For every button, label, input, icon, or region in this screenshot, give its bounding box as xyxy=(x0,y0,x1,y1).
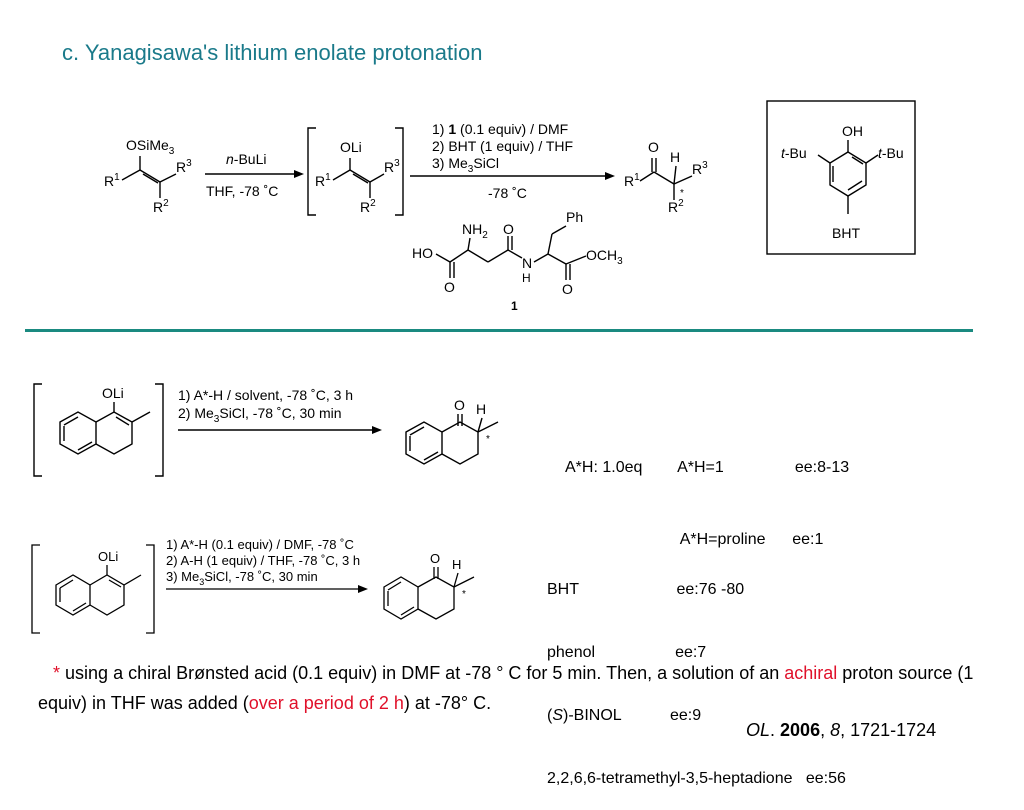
results2-row-binol: (S)-BINOL ee:9 xyxy=(547,707,702,724)
svg-text:R1: R1 xyxy=(624,172,640,189)
svg-text:2) A-H (1 equiv) / THF, -78 ˚C: 2) A-H (1 equiv) / THF, -78 ˚C, 3 h xyxy=(166,553,360,568)
svg-text:O: O xyxy=(648,139,659,155)
citation: OL. 2006, 8, 1721-1724 xyxy=(746,720,937,740)
section-divider xyxy=(25,329,973,332)
svg-text:3) Me3SiCl: 3) Me3SiCl xyxy=(432,155,499,175)
svg-text:BHT: BHT xyxy=(832,225,860,241)
bottom-reaction-scheme: OLi 1) A*-H (0.1 equiv) / DMF, -78 ˚C 2)… xyxy=(31,537,475,634)
svg-text:H: H xyxy=(670,149,680,165)
results1-row-1: A*H: 1.0eq A*H=1 ee:8-13 xyxy=(565,459,850,476)
svg-text:1: 1 xyxy=(511,299,518,313)
svg-text:*: * xyxy=(680,188,684,199)
footnote: * using a chiral Brønsted acid (0.1 equi… xyxy=(38,663,974,713)
svg-text:1) A*-H / solvent, -78 ˚C, 3 h: 1) A*-H / solvent, -78 ˚C, 3 h xyxy=(178,387,353,403)
svg-text:R3: R3 xyxy=(384,158,400,175)
svg-text:2) BHT (1 equiv) / THF: 2) BHT (1 equiv) / THF xyxy=(432,138,573,154)
results2-row-heptadione: 2,2,6,6-tetramethyl-3,5-heptadione ee:56 xyxy=(547,770,846,787)
svg-text:OH: OH xyxy=(842,123,863,139)
svg-text:R2: R2 xyxy=(153,198,169,215)
top-reaction-scheme: OSiMe3 R1 R3 R2 n-BuLi THF, -78 ˚C OLi R… xyxy=(104,100,916,313)
svg-text:3) Me3SiCl, -78 ˚C, 30 min: 3) Me3SiCl, -78 ˚C, 30 min xyxy=(166,569,318,587)
svg-text:n-BuLi: n-BuLi xyxy=(226,151,266,167)
svg-text:R2: R2 xyxy=(360,198,376,215)
results1-row-2: A*H=proline ee:1 xyxy=(565,531,824,548)
svg-text:O: O xyxy=(430,551,440,566)
svg-text:OSiMe3: OSiMe3 xyxy=(126,137,175,157)
svg-text:1) 1 (0.1 equiv) / DMF: 1) 1 (0.1 equiv) / DMF xyxy=(432,121,568,137)
svg-text:NH2: NH2 xyxy=(462,221,488,241)
svg-text:OLi: OLi xyxy=(98,549,118,564)
svg-text:1) A*-H (0.1 equiv) / DMF, -7: 1) A*-H (0.1 equiv) / DMF, -78 ˚C xyxy=(166,537,354,552)
svg-text:R3: R3 xyxy=(692,160,708,177)
svg-text:*: * xyxy=(462,589,466,600)
svg-text:OLi: OLi xyxy=(340,139,362,155)
svg-text:THF, -78 ˚C: THF, -78 ˚C xyxy=(206,183,278,199)
svg-text:H: H xyxy=(452,557,461,572)
footnote-star: * xyxy=(53,663,61,683)
svg-text:R1: R1 xyxy=(315,172,331,189)
middle-reaction-scheme: OLi 1) A*-H / solvent, -78 ˚C, 3 h 2) Me… xyxy=(33,383,499,477)
slide-title: c. Yanagisawa's lithium enolate protonat… xyxy=(62,40,483,65)
svg-text:R2: R2 xyxy=(668,198,684,215)
svg-text:O: O xyxy=(454,397,465,413)
svg-text:t-Bu: t-Bu xyxy=(781,145,807,161)
svg-text:*: * xyxy=(486,434,490,445)
svg-text:N: N xyxy=(522,255,532,271)
svg-text:O: O xyxy=(503,221,514,237)
svg-text:-78 ˚C: -78 ˚C xyxy=(488,185,527,201)
results-table-1: A*H: 1.0eq A*H=1 ee:8-13 A*H=proline ee:… xyxy=(565,408,849,576)
results2-row-bht: BHT ee:76 -80 xyxy=(547,581,745,598)
svg-text:O: O xyxy=(562,281,573,297)
svg-text:H: H xyxy=(522,271,531,285)
svg-text:OLi: OLi xyxy=(102,385,124,401)
svg-text:R3: R3 xyxy=(176,158,192,175)
svg-text:t-Bu: t-Bu xyxy=(878,145,904,161)
svg-text:H: H xyxy=(476,401,486,417)
results2-row-phenol: phenol ee:7 xyxy=(547,644,707,661)
svg-text:HO: HO xyxy=(412,245,433,261)
svg-text:Ph: Ph xyxy=(566,209,583,225)
svg-text:2) Me3SiCl, -78 ˚C, 30 min: 2) Me3SiCl, -78 ˚C, 30 min xyxy=(178,405,342,425)
svg-text:OCH3: OCH3 xyxy=(586,247,623,267)
svg-text:R1: R1 xyxy=(104,172,120,189)
svg-text:O: O xyxy=(444,279,455,295)
